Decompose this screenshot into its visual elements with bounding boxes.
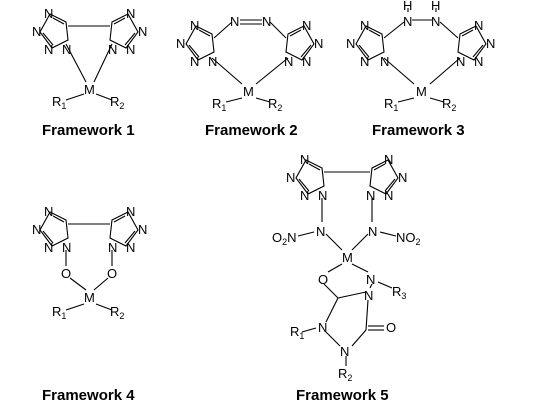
f5-o-atom: O bbox=[318, 272, 328, 287]
framework-2-structure: N N N N N N N N N N M R1 R2 bbox=[176, 14, 323, 113]
f2-n-atom: N bbox=[302, 54, 311, 69]
f5-n-atom: N bbox=[300, 188, 309, 203]
framework-1-label: Framework 1 bbox=[42, 122, 135, 139]
f4-n-atom: N bbox=[108, 240, 117, 255]
f5-nitramine-n-atom: N bbox=[368, 224, 377, 239]
framework-5-structure: N N N N N N N N N N O2N NO2 M O N R3 N N… bbox=[272, 152, 421, 383]
f4-metal-atom: M bbox=[84, 290, 95, 305]
f5-n-atom: N bbox=[364, 288, 373, 303]
f4-n-atom: N bbox=[62, 240, 71, 255]
f5-nitramine-n-atom: N bbox=[316, 224, 325, 239]
f4-o-atom: O bbox=[61, 266, 71, 281]
f3-n-atom: N bbox=[474, 54, 483, 69]
f1-n-atom: N bbox=[44, 42, 53, 57]
f2-n-atom: N bbox=[190, 54, 199, 69]
f4-n-atom: N bbox=[126, 240, 135, 255]
f3-hydrazo-n-atom: N bbox=[431, 14, 440, 29]
f4-r2-group: R2 bbox=[110, 304, 124, 321]
f2-n-atom: N bbox=[284, 54, 293, 69]
f3-n-atom: N bbox=[380, 54, 389, 69]
f3-h-atom: H bbox=[431, 0, 440, 13]
f3-r1-group: R1 bbox=[384, 96, 398, 113]
f1-n-atom: N bbox=[44, 6, 53, 21]
f1-n-atom: N bbox=[32, 24, 41, 39]
f4-n-atom: N bbox=[44, 204, 53, 219]
f2-azo-n-atom: N bbox=[262, 14, 271, 29]
f5-no2-group: NO2 bbox=[396, 230, 421, 247]
f1-left-tetrazole-ring bbox=[39, 13, 69, 49]
f2-n-atom: N bbox=[190, 18, 199, 33]
framework-2-label: Framework 2 bbox=[205, 122, 298, 139]
f1-r1-group: R1 bbox=[52, 94, 66, 111]
f5-n-atom: N bbox=[384, 152, 393, 167]
f1-n-atom: N bbox=[126, 42, 135, 57]
f5-n-atom: N bbox=[286, 170, 295, 185]
f5-metal-atom: M bbox=[342, 250, 353, 265]
f3-metal-atom: M bbox=[416, 84, 427, 99]
f5-left-tetrazole-ring bbox=[295, 159, 325, 195]
f5-carbonyl-o-atom: O bbox=[386, 320, 396, 335]
f5-n-atom: N bbox=[318, 188, 327, 203]
f5-n-atom: N bbox=[300, 152, 309, 167]
f4-right-tetrazole-ring bbox=[109, 211, 139, 247]
f5-n-atom: N bbox=[366, 272, 375, 287]
f1-metal-atom: M bbox=[84, 82, 95, 97]
f2-r1-group: R1 bbox=[212, 96, 226, 113]
framework-5-label: Framework 5 bbox=[296, 387, 389, 404]
f2-r2-group: R2 bbox=[268, 96, 282, 113]
f1-n-atom: N bbox=[138, 24, 147, 39]
f3-left-tetrazole-ring bbox=[355, 25, 385, 61]
f2-n-atom: N bbox=[302, 18, 311, 33]
f5-r1-group: R1 bbox=[290, 324, 304, 341]
f4-o-atom: O bbox=[107, 266, 117, 281]
f1-r2-group: R2 bbox=[110, 94, 124, 111]
framework-4-label: Framework 4 bbox=[42, 387, 135, 404]
f1-n-atom: N bbox=[126, 6, 135, 21]
f5-r2-group: R2 bbox=[338, 366, 352, 383]
f2-metal-atom: M bbox=[243, 84, 254, 99]
framework-4-structure: N N N N N N N N O O M R1 R2 bbox=[32, 204, 147, 321]
f2-n-atom: N bbox=[208, 54, 217, 69]
f2-right-tetrazole-ring bbox=[285, 25, 315, 61]
f5-r3-group: R3 bbox=[392, 284, 406, 301]
f4-r1-group: R1 bbox=[52, 304, 66, 321]
f1-right-tetrazole-ring bbox=[109, 13, 139, 49]
f5-right-tetrazole-ring bbox=[369, 159, 399, 195]
f5-n-atom: N bbox=[398, 170, 407, 185]
f5-n-atom: N bbox=[384, 188, 393, 203]
f3-r2-group: R2 bbox=[442, 96, 456, 113]
framework-1-structure: N N N N N N N N M R1 R2 bbox=[32, 6, 147, 111]
f1-n-atom: N bbox=[62, 42, 71, 57]
framework-3-structure: N N N N H H N N N N N N M R1 R2 bbox=[346, 0, 495, 113]
f5-n-atom: N bbox=[318, 320, 327, 335]
f3-n-atom: N bbox=[360, 18, 369, 33]
f5-o2n-group: O2N bbox=[272, 230, 297, 247]
f4-n-atom: N bbox=[138, 222, 147, 237]
framework-3-label: Framework 3 bbox=[372, 122, 465, 139]
f2-left-tetrazole-ring bbox=[185, 25, 215, 61]
f3-n-atom: N bbox=[486, 36, 495, 51]
f2-n-atom: N bbox=[314, 36, 323, 51]
f5-n-atom: N bbox=[366, 188, 375, 203]
f1-n-atom: N bbox=[108, 42, 117, 57]
f4-left-tetrazole-ring bbox=[39, 211, 69, 247]
f3-n-atom: N bbox=[456, 54, 465, 69]
f4-n-atom: N bbox=[44, 240, 53, 255]
f3-hydrazo-n-atom: N bbox=[403, 14, 412, 29]
f3-right-tetrazole-ring bbox=[457, 25, 487, 61]
f3-n-atom: N bbox=[346, 36, 355, 51]
f2-azo-n-atom: N bbox=[230, 14, 239, 29]
f4-n-atom: N bbox=[126, 204, 135, 219]
f3-h-atom: H bbox=[403, 0, 412, 13]
f2-n-atom: N bbox=[176, 36, 185, 51]
f4-n-atom: N bbox=[32, 222, 41, 237]
f3-n-atom: N bbox=[360, 54, 369, 69]
f3-n-atom: N bbox=[474, 18, 483, 33]
f5-n-atom: N bbox=[340, 344, 349, 359]
